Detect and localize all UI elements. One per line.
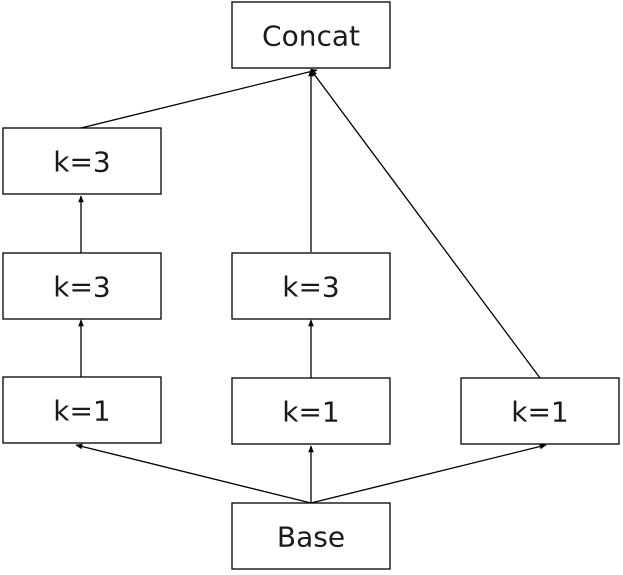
node-right-bottom-label: k=1 — [511, 396, 569, 429]
node-center-mid: k=3 — [231, 252, 391, 320]
node-left-top: k=3 — [2, 127, 162, 195]
edge-right-bottom-to-concat — [310, 69, 541, 379]
node-base-label: Base — [277, 521, 345, 554]
edge-base-to-right-bottom — [310, 443, 547, 504]
node-right-bottom: k=1 — [460, 377, 620, 445]
node-center-bottom: k=1 — [231, 377, 391, 445]
edge-left-top-to-concat — [80, 68, 318, 129]
node-left-mid: k=3 — [2, 252, 162, 320]
node-base: Base — [231, 502, 391, 570]
edges — [75, 68, 547, 504]
node-left-bottom-label: k=1 — [53, 395, 111, 428]
node-center-mid-label: k=3 — [282, 271, 340, 304]
node-left-bottom: k=1 — [2, 376, 162, 444]
node-concat-label: Concat — [262, 20, 360, 53]
node-left-top-label: k=3 — [53, 146, 111, 179]
node-concat: Concat — [231, 1, 391, 69]
node-left-mid-label: k=3 — [53, 271, 111, 304]
node-center-bottom-label: k=1 — [282, 396, 340, 429]
edge-base-to-left-bottom — [75, 443, 312, 504]
